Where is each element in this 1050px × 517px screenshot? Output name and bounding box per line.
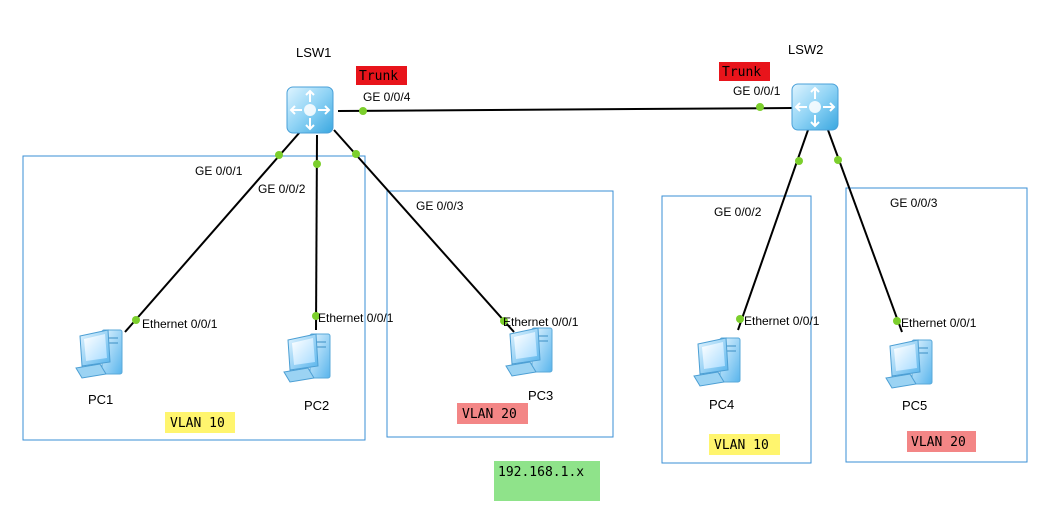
lsw1-port-ge1-label: GE 0/0/1 — [195, 164, 243, 178]
lsw2-vlan10-tag: VLAN 10 — [714, 438, 769, 453]
lsw2-vlan20-box — [845, 187, 1028, 463]
lsw2-vlan20-tag: VLAN 20 — [911, 435, 966, 450]
port-dot-lsw1-ge4 — [359, 107, 367, 115]
lsw2-trunk-badge-bg — [719, 62, 770, 81]
lsw2-port-ge1-label: GE 0/0/1 — [733, 84, 781, 98]
pc1-port-label: Ethernet 0/0/1 — [142, 317, 218, 331]
lsw1-name: LSW1 — [296, 45, 331, 60]
pc2-name: PC2 — [304, 398, 329, 413]
lsw2-trunk-badge: Trunk — [722, 65, 761, 80]
lsw2-vlan10-box — [661, 195, 812, 464]
port-dot-pc5 — [893, 317, 901, 325]
lsw2-vlan10-tag-bg — [709, 434, 780, 455]
pc4-name: PC4 — [709, 397, 734, 412]
lsw1-vlan10-box — [22, 155, 366, 441]
port-dot-lsw1-ge2 — [313, 160, 321, 168]
network-badge-bg — [494, 461, 600, 501]
lsw2-port-ge2-label: GE 0/0/2 — [714, 205, 762, 219]
link-lsw2-pc5 — [827, 129, 903, 333]
lsw1-switch-icon[interactable] — [286, 86, 334, 134]
pc1-name: PC1 — [88, 392, 113, 407]
lsw2-vlan20-tag-bg — [907, 431, 976, 452]
port-dot-lsw1-ge3 — [352, 150, 360, 158]
lsw1-vlan10-tag: VLAN 10 — [170, 416, 225, 431]
port-dot-pc3 — [500, 317, 508, 325]
link-lsw1-pc3 — [333, 129, 515, 333]
trunk-link — [337, 107, 793, 112]
port-dot-pc2 — [312, 312, 320, 320]
port-dot-lsw2-ge2 — [795, 157, 803, 165]
pc2-computer-icon[interactable] — [283, 333, 331, 383]
lsw1-port-ge4-label: GE 0/0/4 — [363, 90, 411, 104]
pc5-name: PC5 — [902, 398, 927, 413]
port-dot-pc1 — [132, 316, 140, 324]
lsw2-port-ge3-label: GE 0/0/3 — [890, 196, 938, 210]
port-dot-pc4 — [736, 315, 744, 323]
pc5-port-label: Ethernet 0/0/1 — [901, 316, 977, 330]
lsw1-vlan20-box — [386, 190, 614, 438]
lsw1-port-ge2-label: GE 0/0/2 — [258, 182, 306, 196]
pc3-computer-icon[interactable] — [505, 327, 553, 377]
lsw1-port-ge3-label: GE 0/0/3 — [416, 199, 464, 213]
pc1-computer-icon[interactable] — [75, 329, 123, 379]
pc4-computer-icon[interactable] — [693, 337, 741, 387]
lsw1-trunk-badge-bg — [356, 66, 407, 85]
lsw1-trunk-badge: Trunk — [359, 69, 398, 84]
lsw2-switch-icon[interactable] — [791, 83, 839, 131]
pc5-computer-icon[interactable] — [885, 339, 933, 389]
lsw1-vlan10-tag-bg — [165, 412, 235, 433]
lsw2-name: LSW2 — [788, 42, 823, 57]
pc3-name: PC3 — [528, 388, 553, 403]
port-dot-lsw2-ge1 — [756, 103, 764, 111]
port-dot-lsw1-ge1 — [275, 151, 283, 159]
pc4-port-label: Ethernet 0/0/1 — [744, 314, 820, 328]
port-dot-lsw2-ge3 — [834, 156, 842, 164]
pc3-port-label: Ethernet 0/0/1 — [503, 315, 579, 329]
lsw1-vlan20-tag-bg — [457, 403, 528, 424]
pc2-port-label: Ethernet 0/0/1 — [318, 311, 394, 325]
lsw1-vlan20-tag: VLAN 20 — [462, 407, 517, 422]
network-badge: 192.168.1.x — [498, 465, 584, 480]
link-lsw1-pc1 — [124, 131, 301, 333]
